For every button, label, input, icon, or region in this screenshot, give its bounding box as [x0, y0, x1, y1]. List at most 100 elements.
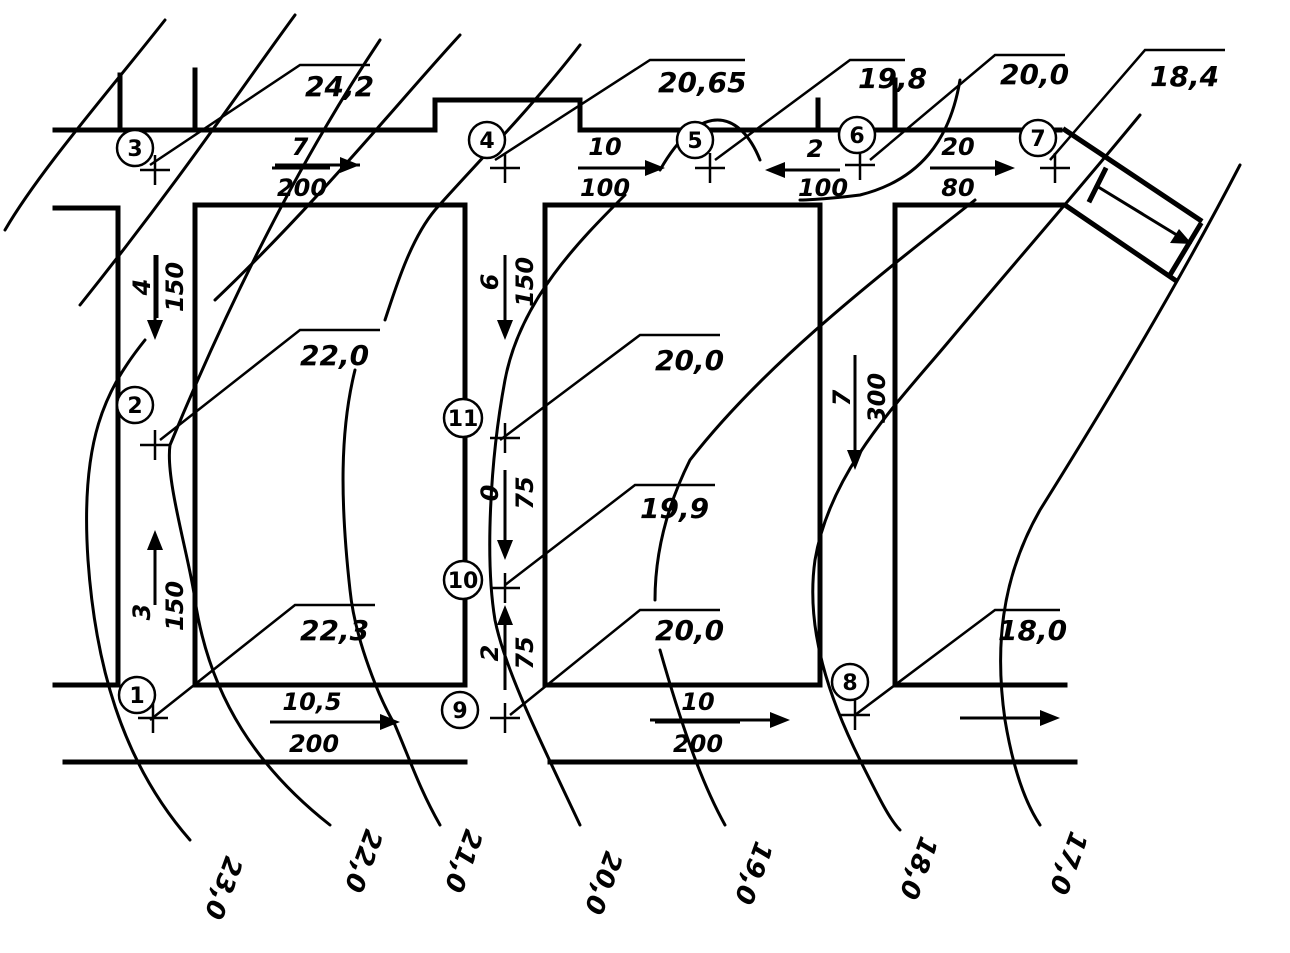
contour-line-19-bottom — [658, 648, 727, 827]
elevation-node-6: 20,0 — [1000, 58, 1069, 91]
segment-11-10-slope: 0 — [476, 485, 504, 502]
segment-1-2-slope: 3 — [128, 604, 156, 621]
cross-node-3 — [140, 155, 170, 185]
leader-node-10 — [504, 483, 715, 586]
elevation-node-1: 22,3 — [300, 614, 369, 647]
segment-labels: 7 200 10 100 2 100 20 80 10,5 200 10 200… — [128, 133, 985, 758]
arrowhead-diagonal — [1170, 229, 1192, 244]
node-1-label: 1 — [129, 684, 144, 709]
elevation-node-5: 19,8 — [858, 62, 927, 95]
arrowhead-6-to-5 — [765, 162, 785, 178]
contour-near-node-5 — [658, 118, 762, 172]
leader-node-4 — [494, 58, 745, 162]
node-7-label: 7 — [1030, 127, 1045, 152]
node-10: 10 — [442, 559, 484, 601]
elevation-node-9: 20,0 — [655, 614, 724, 647]
segment-6-5-slope: 2 — [807, 135, 824, 163]
node-11-label: 11 — [448, 407, 479, 432]
segment-6-5-length: 100 — [798, 174, 848, 202]
arrowhead-1-to-9 — [380, 714, 400, 730]
elevation-node-11: 20,0 — [655, 344, 724, 377]
arrowhead-1-to-2 — [147, 530, 163, 550]
node-2: 2 — [115, 385, 155, 425]
arrowhead-6-to-8 — [847, 450, 863, 470]
cross-node-9 — [490, 703, 520, 733]
contour-label-23: 23,0 — [197, 852, 247, 923]
segment-6-7-length: 80 — [941, 174, 974, 202]
contour-labels: 23,0 22,0 21,0 20,0 19,0 18,0 17,0 — [197, 825, 1092, 923]
elevation-node-8: 18,0 — [998, 614, 1067, 647]
segment-3-2-slope: 4 — [128, 279, 156, 297]
leader-node-5 — [714, 58, 905, 162]
cross-node-7 — [1040, 153, 1070, 183]
node-4-label: 4 — [479, 129, 494, 154]
street-outlines — [52, 67, 1204, 765]
node-4: 4 — [467, 120, 507, 160]
arrowhead-6-to-7 — [995, 160, 1015, 176]
segment-1-9-length: 200 — [289, 730, 339, 758]
cross-node-11 — [490, 423, 520, 453]
cross-node-8 — [840, 700, 870, 730]
node-markers: 3 4 5 6 7 2 11 10 — [115, 115, 1058, 730]
node-5-label: 5 — [687, 129, 702, 154]
segment-4-11-length: 150 — [511, 257, 539, 307]
contour-label-22: 22,0 — [337, 825, 387, 896]
contour-line-22 — [78, 13, 297, 307]
segment-1-9-slope: 10,5 — [282, 688, 341, 716]
node-cross-marks — [138, 150, 1070, 733]
contour-label-21: 21,0 — [437, 825, 487, 896]
segment-4-11-slope: 6 — [476, 274, 504, 291]
node-8: 8 — [830, 662, 870, 702]
contour-label-20: 20,0 — [577, 847, 627, 918]
leader-node-3 — [149, 63, 370, 167]
contour-line-20 — [383, 43, 582, 322]
contour-label-18: 18,0 — [892, 832, 942, 903]
node-3-label: 3 — [127, 137, 142, 162]
block-left-outline — [192, 202, 468, 688]
node-11: 11 — [442, 397, 484, 439]
arrowhead-9-to-10 — [497, 605, 513, 625]
node-6-label: 6 — [849, 124, 864, 149]
cross-node-1 — [138, 703, 168, 733]
segment-9-10-length: 75 — [511, 636, 539, 669]
node-1: 1 — [117, 675, 157, 715]
segment-3-4-length: 200 — [277, 174, 327, 202]
segment-4-5-slope: 10 — [588, 133, 621, 161]
arrowhead-11-to-10 — [497, 540, 513, 560]
node-5: 5 — [675, 120, 715, 160]
leader-node-7 — [1049, 48, 1225, 161]
arrow-diagonal — [1094, 183, 1186, 242]
contour-line-18 — [811, 113, 1142, 832]
arrowhead-outflow-right — [1040, 710, 1060, 726]
node-2-label: 2 — [127, 394, 142, 419]
node-9-label: 9 — [452, 699, 467, 724]
diagonal-street-upper-edge — [1061, 126, 1204, 224]
node-8-label: 8 — [842, 671, 857, 696]
node-6: 6 — [837, 115, 877, 155]
block-right-outline — [892, 202, 1179, 688]
contour-lines — [3, 13, 1242, 842]
contour-line-23-lower — [85, 338, 192, 842]
arrowhead-3-to-2 — [147, 320, 163, 340]
segment-9-8-length: 200 — [673, 730, 723, 758]
segment-9-8-slope: 10 — [681, 688, 714, 716]
leader-node-9 — [509, 608, 720, 716]
arrowhead-9-to-8 — [770, 712, 790, 728]
leader-node-8 — [854, 608, 1060, 716]
elevation-node-3: 24,2 — [305, 70, 374, 103]
node-3: 3 — [115, 128, 155, 168]
contour-label-17: 17,0 — [1042, 827, 1092, 898]
arrowhead-4-to-11 — [497, 320, 513, 340]
segment-6-8-slope: 7 — [828, 389, 856, 406]
segment-1-2-length: 150 — [161, 581, 189, 631]
elevation-node-2: 22,0 — [300, 339, 369, 372]
leader-node-11 — [499, 333, 720, 441]
leader-node-1 — [149, 603, 375, 721]
node-7: 7 — [1018, 118, 1058, 158]
block-middle-outline — [542, 202, 823, 688]
leader-node-6 — [869, 53, 1065, 161]
segment-9-10-slope: 2 — [476, 645, 504, 662]
node-10-label: 10 — [448, 569, 479, 594]
contour-line-23 — [3, 18, 167, 232]
